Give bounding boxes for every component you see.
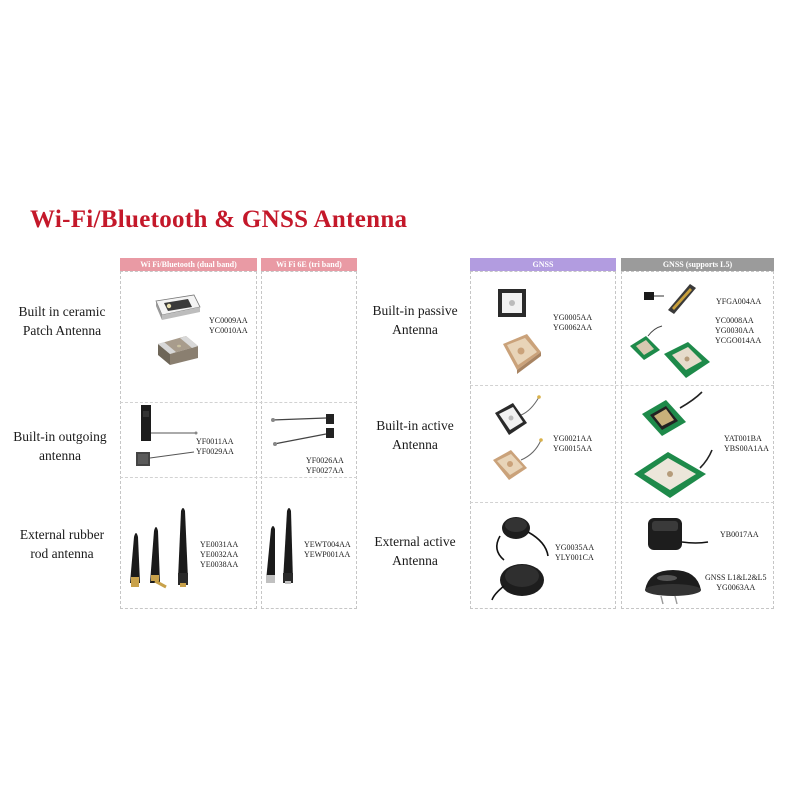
panel-gnss: [470, 271, 616, 609]
ceramic-patch-icon: [503, 334, 541, 374]
product-codes-wifi6e-rubber: YEWT004AA YEWP001AA: [304, 540, 351, 559]
header-gnss-l5: GNSS (supports L5): [621, 258, 774, 271]
puck-antenna-icon: [491, 517, 549, 601]
product-codes-wifi-ceramic: YC0009AA YC0010AA: [209, 316, 248, 335]
fpc-antenna-icon: [644, 284, 696, 314]
product-codes-l5-passive-top: YFGA004AA: [716, 297, 762, 306]
puck-antenna-icon: [648, 518, 709, 550]
panel-gnss-l5: [621, 271, 774, 609]
fpc-antenna-icon: [141, 405, 198, 441]
green-pcb-patch-icon: [634, 391, 713, 498]
ceramic-patch-icon: [493, 438, 543, 480]
row-divider: [120, 402, 357, 403]
header-wifi-bluetooth: Wi Fi/Bluetooth (dual band): [120, 258, 257, 271]
ipex-cable-antenna-icon: [271, 414, 334, 446]
product-codes-l5-passive: YC0008AA YG0030AA YCGO014AA: [715, 316, 762, 345]
ceramic-chip-icon: [155, 294, 201, 320]
header-wifi-6e: Wi Fi 6E (tri band): [261, 258, 357, 271]
row-label-active: Built-in active Antenna: [376, 418, 454, 452]
gps-patch-icon: [498, 289, 526, 317]
product-codes-gnss-external: YG0035AA YLY001CA: [555, 543, 595, 562]
product-codes-gnss-active: YG0021AA YG0015AA: [553, 434, 593, 453]
product-codes-wifi6e-outgoing: YF0026AA YF0027AA: [306, 456, 344, 475]
row-divider: [470, 385, 774, 386]
row-label-outgoing: Built-in outgoing antenna: [13, 429, 107, 463]
ceramic-block-icon: [158, 336, 198, 365]
gps-patch-icon: [495, 395, 541, 435]
rubber-rod-antenna-icon: [130, 508, 188, 589]
row-divider: [470, 502, 774, 503]
product-codes-l5-external-top: YB0017AA: [720, 530, 759, 539]
product-codes-wifi-rubber: YE0031AA YE0032AA YE0038AA: [200, 540, 239, 569]
panel-wifi-bluetooth: [120, 271, 257, 609]
row-label-passive: Built-in passive Antenna: [372, 303, 458, 337]
panel-wifi-6e: [261, 271, 357, 609]
product-codes-wifi-outgoing: YF0011AA YF0029AA: [196, 437, 234, 456]
dome-antenna-icon: [645, 570, 701, 605]
product-codes-l5-active: YAT001BA YBS00A1AA: [724, 434, 769, 453]
product-codes-gnss-passive: YG0005AA YG0062AA: [553, 313, 593, 332]
row-divider: [120, 477, 357, 478]
page-title: Wi-Fi/Bluetooth & GNSS Antenna: [30, 206, 408, 233]
product-codes-l5-external: GNSS L1&L2&L5 YG0063AA: [705, 573, 767, 592]
row-label-ceramic-patch: Built in ceramic Patch Antenna: [18, 304, 106, 338]
pcb-antenna-icon: [136, 451, 195, 466]
row-label-rubber-rod: External rubber rod antenna: [19, 527, 105, 561]
header-gnss: GNSS: [470, 258, 616, 271]
green-pcb-patch-icon: [630, 325, 710, 378]
row-label-external-active: External active Antenna: [374, 534, 456, 568]
dipole-antenna-icon: [266, 508, 293, 584]
